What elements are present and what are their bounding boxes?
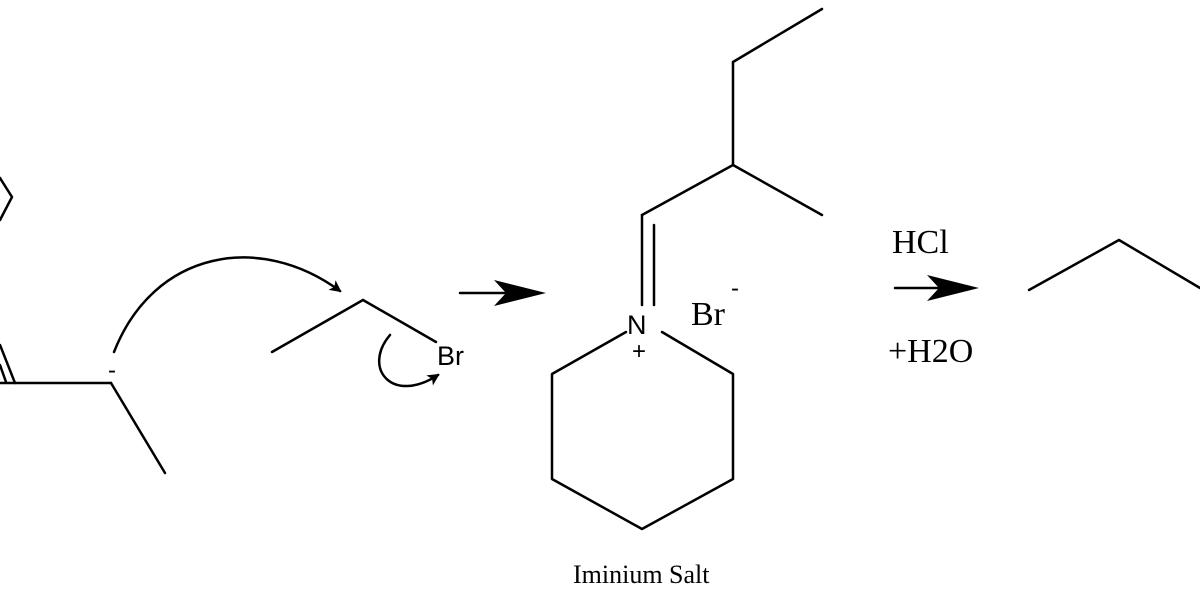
ethyl-ch3-ch2-bond [270, 298, 365, 354]
leaving-group-arrow [378, 333, 440, 388]
enamine-methyl-bond [109, 381, 167, 475]
reagent-hcl: HCl [892, 224, 949, 261]
ethyl-bromide-structure: Br [270, 298, 464, 371]
carbanion-charge: - [108, 357, 116, 384]
reaction-arrow-2: HCl +H2O [888, 224, 979, 370]
bromine-atom-label: Br [437, 341, 464, 371]
nitrogen-atom-label: N [627, 310, 647, 340]
side-chain-bond-3 [731, 163, 824, 217]
enamine-ring-bond [0, 176, 14, 222]
reaction-arrow-1-head [494, 280, 546, 306]
ethyl-c-br-bond [361, 298, 438, 344]
side-chain-bond-4 [640, 163, 735, 217]
product-chain [1027, 238, 1200, 292]
bromide-negative-charge: - [731, 275, 739, 302]
nitrogen-positive-charge: + [632, 338, 646, 365]
product-structure [1027, 238, 1200, 292]
reaction-arrow-2-head [927, 275, 979, 301]
bromide-counter-ion: Br [691, 296, 726, 333]
iminium-salt-structure: N + Br - Iminium Salt [550, 7, 824, 589]
reaction-arrow-1 [458, 280, 546, 306]
nucleophilic-attack-arrow [112, 256, 342, 354]
enamine-double-bond-outer [0, 343, 17, 385]
enamine-structure: - [0, 176, 167, 475]
reagent-water: +H2O [888, 333, 973, 370]
side-chain-bond-1 [731, 7, 824, 64]
piperidine-ring [550, 330, 735, 531]
enamine-double-bond-inner [0, 363, 8, 384]
iminium-salt-caption: Iminium Salt [573, 560, 710, 589]
